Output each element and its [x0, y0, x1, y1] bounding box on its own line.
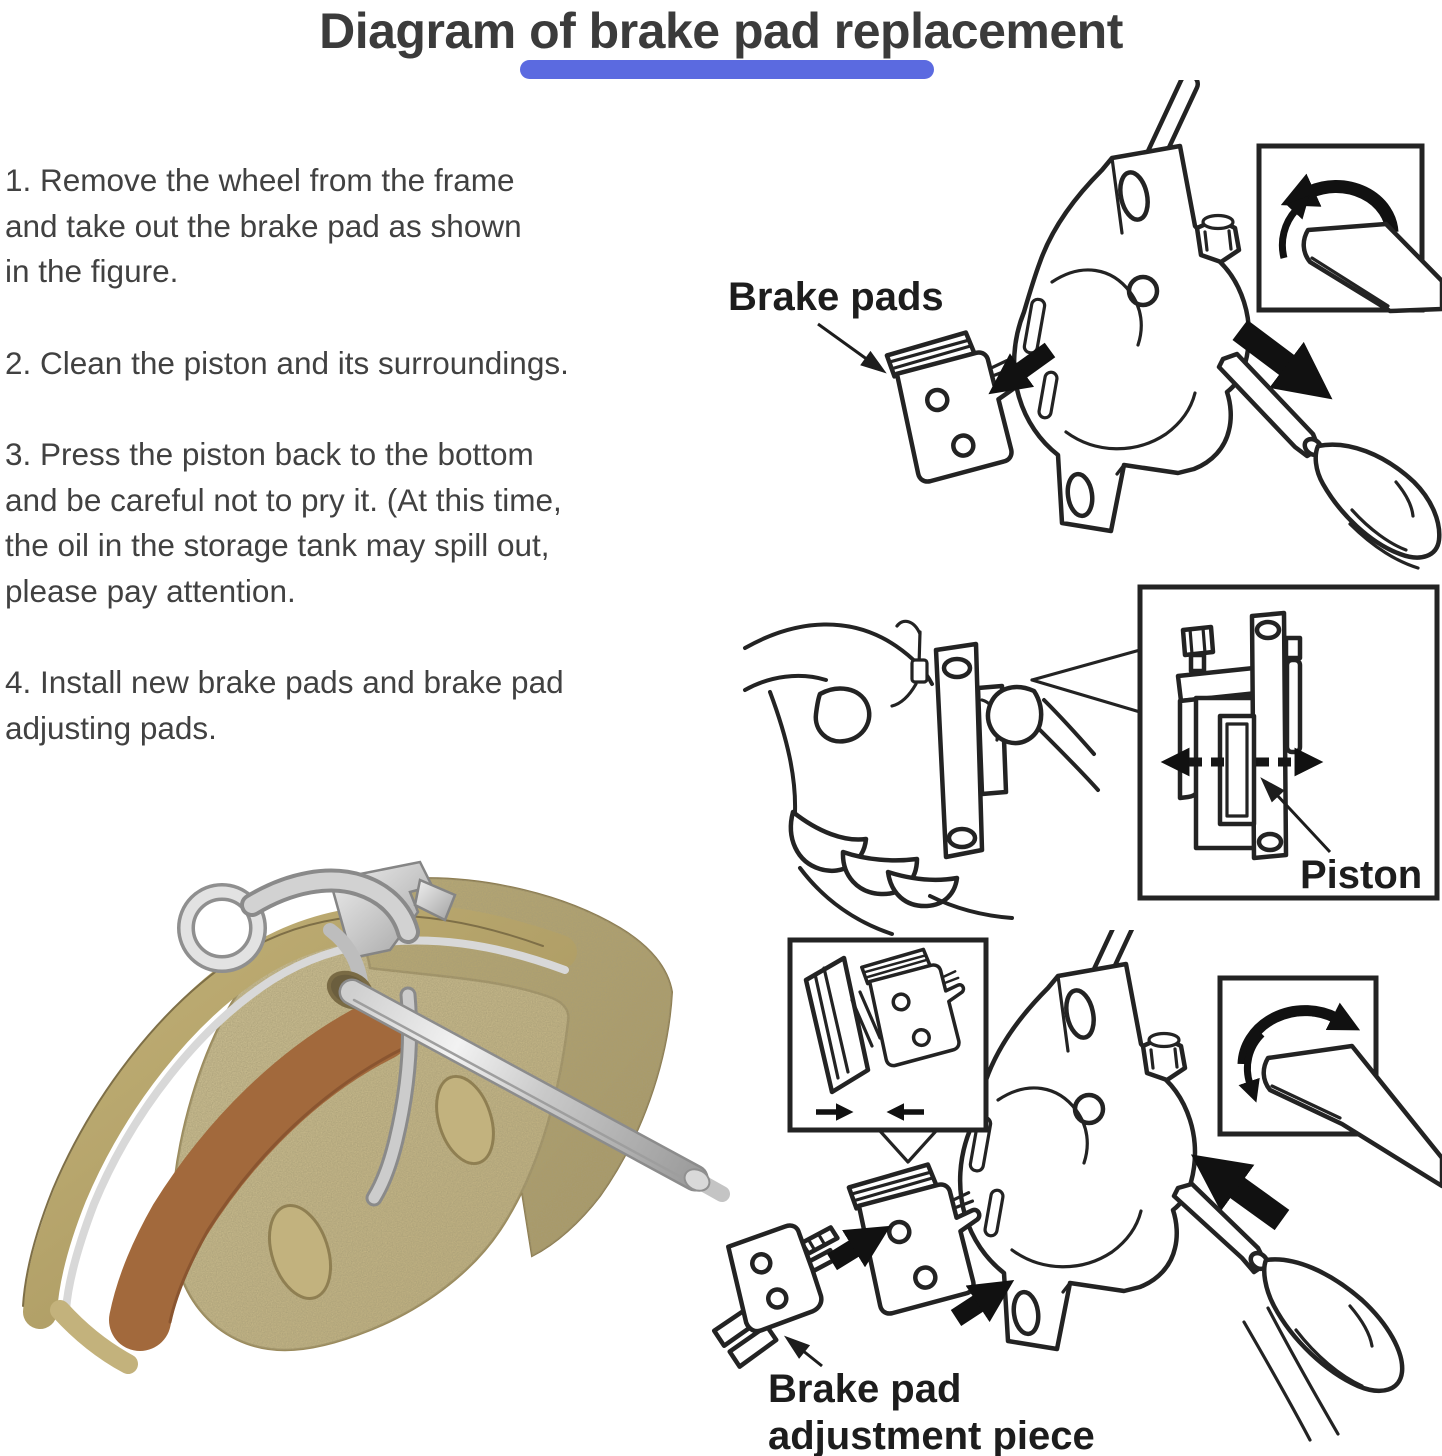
screwdriver: [1171, 1181, 1405, 1442]
rotate-arrow-icon: [1237, 1002, 1361, 1065]
figure-pad-install: [711, 930, 1442, 1442]
adjustment-piece-drawing: [711, 1223, 840, 1369]
figure-piston: [743, 584, 1440, 936]
instruction-step-4: 4. Install new brake pads and brake pad …: [5, 664, 564, 746]
inset-rotate-tool: [1256, 143, 1442, 314]
piston-label-arrow: [1260, 777, 1332, 854]
thumb-and-finger: [813, 684, 1100, 792]
arrow-screwdriver-out: [1232, 320, 1333, 400]
rotate-arrow-icon: [1280, 173, 1399, 233]
adjustment-piece-label-arrow: [783, 1335, 823, 1368]
arrow-screwdriver-in: [1190, 1154, 1290, 1231]
brake-pads-photo: [22, 860, 730, 1374]
caliper-drawing: [1014, 84, 1249, 531]
inset-piston: [1137, 584, 1440, 901]
brake-pad-drawing: [886, 324, 1034, 484]
title-underline-bar: [520, 60, 934, 79]
arrow-piece-to-pad: [827, 1225, 891, 1271]
instruction-list: 1. Remove the wheel from the frame and t…: [5, 158, 705, 797]
figure-pad-removal: [817, 80, 1442, 570]
brake-pads-label-arrow: [817, 322, 887, 374]
brake-pads-label: Brake pads: [728, 275, 944, 319]
inset-rotate-tool: [1217, 975, 1442, 1189]
callout-tail: [878, 1129, 938, 1164]
inset-press-pads: [787, 937, 989, 1133]
pad-dimple: [435, 1074, 495, 1166]
hex-pin: [326, 970, 730, 1202]
page-title: Diagram of brake pad replacement: [319, 3, 1123, 59]
callout-tail: [1032, 650, 1140, 712]
pad-dimple: [268, 1204, 332, 1300]
adjustment-piece-label: Brake pad adjustment piece: [768, 1367, 1095, 1456]
hand-drawing: [743, 622, 1014, 936]
rotate-arrow-small-icon: [1278, 195, 1310, 259]
instruction-step-1: 1. Remove the wheel from the frame and t…: [5, 162, 522, 289]
arrow-pad-out: [988, 342, 1056, 395]
caliper-drawing: [960, 930, 1195, 1349]
screwdriver: [1216, 351, 1442, 570]
rotate-arrow-small-icon: [1238, 1031, 1265, 1103]
piston-label: Piston: [1300, 853, 1423, 897]
instruction-step-3: 3. Press the piston back to the bottom a…: [5, 436, 562, 609]
arrow-pad-to-caliper: [950, 1279, 1015, 1326]
instruction-step-2: 2. Clean the piston and its surroundings…: [5, 344, 569, 381]
